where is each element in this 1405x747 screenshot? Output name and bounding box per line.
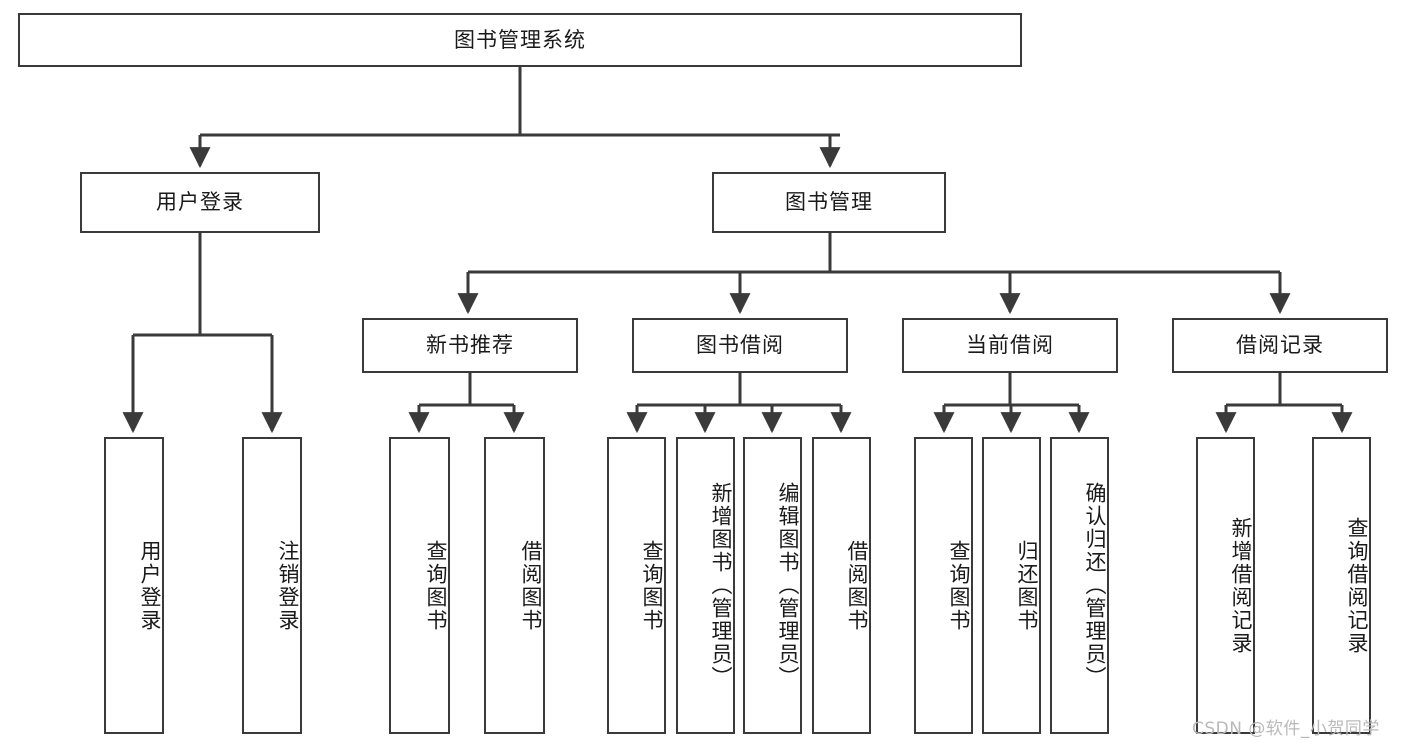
leaf-book-borrow-edit[interactable]: 编辑图书（管理员） bbox=[743, 437, 802, 734]
leaf-borrow-record-query[interactable]: 查询借阅记录 bbox=[1312, 437, 1371, 734]
node-borrow-record[interactable]: 借阅记录 bbox=[1172, 318, 1388, 373]
leaf-new-book-query-label: 查询图书 bbox=[424, 539, 448, 632]
node-current-borrow-label: 当前借阅 bbox=[966, 333, 1054, 358]
leaf-user-login-login-label: 用户登录 bbox=[138, 539, 162, 632]
leaf-new-book-borrow[interactable]: 借阅图书 bbox=[484, 437, 545, 734]
node-book-borrow-label: 图书借阅 bbox=[696, 333, 784, 358]
leaf-current-borrow-confirm-return[interactable]: 确认归还（管理员） bbox=[1050, 437, 1109, 734]
leaf-new-book-query[interactable]: 查询图书 bbox=[389, 437, 450, 734]
node-book-borrow[interactable]: 图书借阅 bbox=[632, 318, 848, 373]
leaf-current-borrow-return[interactable]: 归还图书 bbox=[982, 437, 1041, 734]
leaf-user-login-logout-label: 注销登录 bbox=[276, 539, 300, 632]
leaf-book-borrow-query[interactable]: 查询图书 bbox=[607, 437, 666, 734]
leaf-book-borrow-borrow-label: 借阅图书 bbox=[845, 539, 869, 632]
node-new-book-recommend-label: 新书推荐 bbox=[426, 333, 514, 358]
node-root-system-label: 图书管理系统 bbox=[454, 27, 586, 52]
node-borrow-record-label: 借阅记录 bbox=[1236, 333, 1324, 358]
node-root-system[interactable]: 图书管理系统 bbox=[18, 13, 1022, 67]
leaf-user-login-login[interactable]: 用户登录 bbox=[104, 437, 164, 734]
leaf-current-borrow-query[interactable]: 查询图书 bbox=[914, 437, 973, 734]
leaf-current-borrow-confirm-return-label: 确认归还（管理员） bbox=[1083, 482, 1107, 689]
leaf-borrow-record-add-label: 新增借阅记录 bbox=[1229, 516, 1253, 655]
leaf-book-borrow-add[interactable]: 新增图书（管理员） bbox=[676, 437, 735, 734]
leaf-borrow-record-add[interactable]: 新增借阅记录 bbox=[1196, 437, 1255, 734]
node-book-manage[interactable]: 图书管理 bbox=[712, 172, 946, 233]
leaf-book-borrow-query-label: 查询图书 bbox=[640, 539, 664, 632]
node-current-borrow[interactable]: 当前借阅 bbox=[902, 318, 1118, 373]
leaf-user-login-logout[interactable]: 注销登录 bbox=[242, 437, 302, 734]
leaf-borrow-record-query-label: 查询借阅记录 bbox=[1345, 516, 1369, 655]
leaf-book-borrow-borrow[interactable]: 借阅图书 bbox=[812, 437, 871, 734]
node-new-book-recommend[interactable]: 新书推荐 bbox=[362, 318, 578, 373]
leaf-current-borrow-query-label: 查询图书 bbox=[947, 539, 971, 632]
leaf-book-borrow-add-label: 新增图书（管理员） bbox=[709, 482, 733, 689]
leaf-current-borrow-return-label: 归还图书 bbox=[1015, 539, 1039, 632]
node-user-login-label: 用户登录 bbox=[156, 190, 244, 215]
leaf-book-borrow-edit-label: 编辑图书（管理员） bbox=[776, 482, 800, 689]
csdn-watermark: CSDN @软件_小贺同学 bbox=[1192, 719, 1380, 739]
node-user-login[interactable]: 用户登录 bbox=[80, 172, 320, 233]
node-book-manage-label: 图书管理 bbox=[785, 190, 873, 215]
leaf-new-book-borrow-label: 借阅图书 bbox=[519, 539, 543, 632]
